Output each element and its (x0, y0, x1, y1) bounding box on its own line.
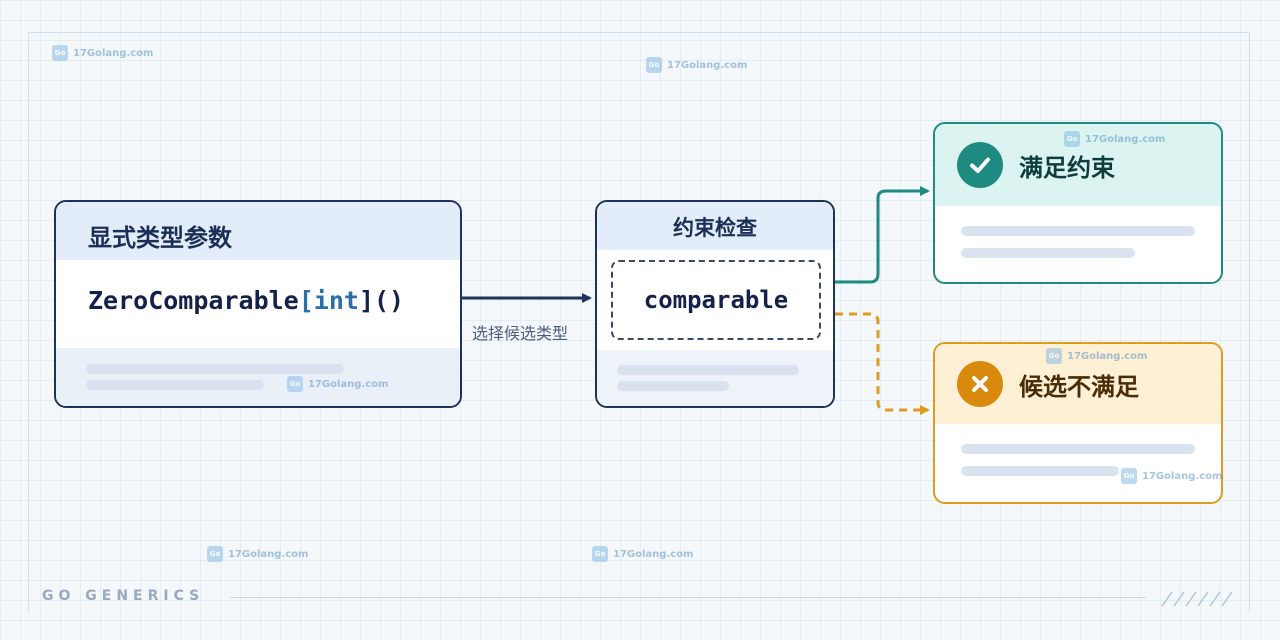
cross-icon (957, 361, 1003, 407)
watermark-logo-icon: Go (592, 546, 608, 562)
result-unsatisfied-box: 候选不满足 (933, 342, 1223, 504)
watermark-logo-icon: Go (52, 45, 68, 61)
explicit-box-title: 显式类型参数 (56, 202, 460, 260)
arrow-check-to-ok (835, 186, 930, 284)
code-func-name: ZeroComparable (88, 286, 299, 315)
watermark-logo-icon: Go (1121, 468, 1137, 484)
code-call-close: ]() (358, 286, 405, 315)
constraint-name: comparable (611, 260, 821, 340)
result-satisfied-title: 满足约束 (1019, 153, 1115, 182)
hatch-decoration (1161, 591, 1233, 607)
watermark-logo-icon: Go (1064, 131, 1080, 147)
skeleton-line (86, 380, 264, 390)
result-unsatisfied-title: 候选不满足 (1019, 372, 1139, 401)
frame-line-top (28, 32, 1250, 33)
skeleton-line (961, 444, 1195, 454)
result-unsatisfied-header: 候选不满足 (935, 344, 1221, 424)
skeleton-line (961, 248, 1135, 258)
footer-brand: GO GENERICS (42, 588, 205, 604)
watermark-logo-icon: Go (287, 376, 303, 392)
result-satisfied-box: 满足约束 (933, 122, 1223, 284)
explicit-type-param-box: 显式类型参数 ZeroComparable[int]() (54, 200, 462, 408)
skeleton-line (617, 365, 799, 375)
explicit-call-code: ZeroComparable[int]() (56, 260, 460, 348)
skeleton-line (961, 466, 1119, 476)
edge-label-select-candidate: 选择候选类型 (472, 324, 569, 343)
check-icon (957, 142, 1003, 188)
frame-line-left (28, 32, 29, 612)
check-box-footer (597, 350, 833, 406)
frame-line-right (1249, 32, 1250, 612)
watermark-logo-icon: Go (1046, 348, 1062, 364)
skeleton-line (617, 381, 729, 391)
skeleton-line (86, 364, 344, 374)
footer-divider (230, 597, 1146, 598)
watermark-logo-icon: Go (646, 57, 662, 73)
check-box-title: 约束检查 (597, 202, 833, 250)
arrow-check-to-fail (835, 312, 930, 415)
watermark-logo-icon: Go (207, 546, 223, 562)
explicit-box-footer (56, 348, 460, 406)
code-type-arg: int (313, 286, 359, 315)
constraint-check-box: 约束检查 comparable (595, 200, 835, 408)
skeleton-line (961, 226, 1195, 236)
code-bracket-open: [ (298, 286, 314, 315)
